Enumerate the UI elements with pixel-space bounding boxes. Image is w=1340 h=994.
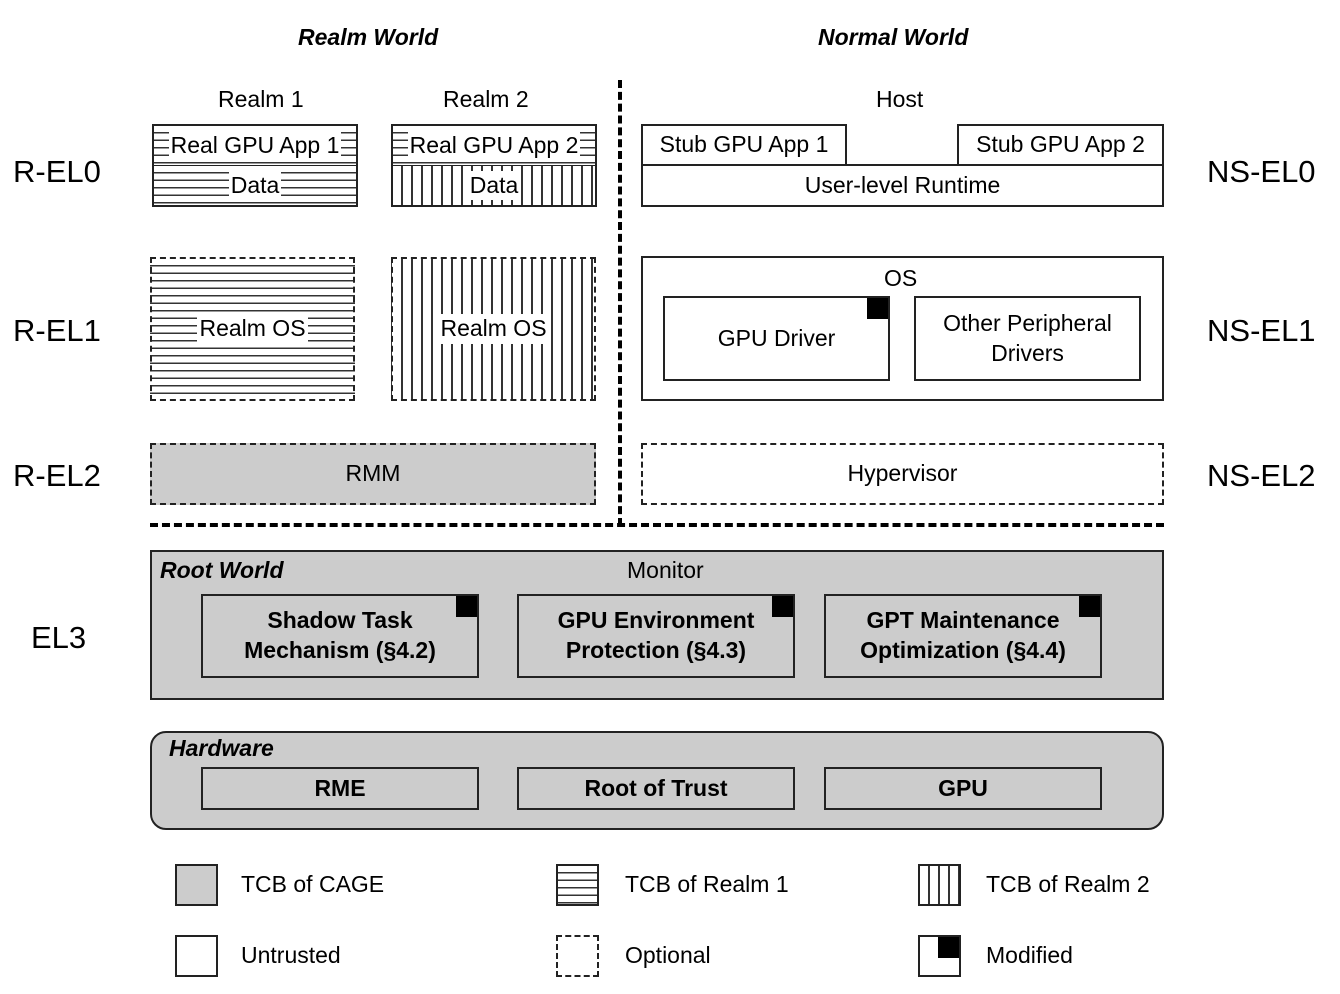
realm1-app-label: Real GPU App 1 — [168, 130, 342, 161]
level-ns-el1: NS-EL1 — [1207, 313, 1316, 348]
gpt-label-line1: GPT Maintenance — [866, 607, 1060, 634]
root-of-trust-box: Root of Trust — [517, 767, 795, 810]
other-drivers-box: Other Peripheral Drivers — [914, 296, 1141, 381]
other-drivers-label-line2: Drivers — [991, 339, 1064, 366]
world-divider-horizontal — [150, 523, 1164, 527]
realm-world-title: Realm World — [298, 24, 439, 50]
realm1-data-box: Data — [152, 165, 358, 207]
rmm-box: RMM — [150, 443, 596, 505]
legend-label-tcb-realm2: TCB of Realm 2 — [986, 871, 1150, 897]
monitor-title: Monitor — [627, 557, 704, 583]
hardware-title: Hardware — [169, 735, 274, 761]
shadow-task-label-line2: Mechanism (§4.2) — [244, 637, 436, 663]
level-r-el0: R-EL0 — [13, 154, 101, 189]
os-box — [641, 256, 1164, 401]
realm1-os-box: Realm OS — [150, 257, 355, 401]
legend-swatch-tcb-realm2 — [918, 864, 961, 906]
shadow-task-label-line1: Shadow Task — [267, 607, 413, 634]
realm1-title: Realm 1 — [218, 86, 304, 112]
stub-app2-label: Stub GPU App 2 — [976, 131, 1145, 158]
modified-marker — [867, 298, 888, 319]
realm2-app-label: Real GPU App 2 — [407, 130, 581, 161]
gpu-env-label-line2: Protection (§4.3) — [565, 637, 747, 663]
stub-app1-label: Stub GPU App 1 — [659, 131, 829, 158]
level-r-el1: R-EL1 — [13, 313, 101, 348]
realm2-os-box: Realm OS — [391, 257, 596, 401]
legend-swatch-modified — [918, 935, 961, 977]
gpu-label: GPU — [938, 774, 988, 801]
normal-world-title: Normal World — [818, 24, 969, 50]
world-divider-vertical — [618, 80, 622, 526]
legend-label-untrusted: Untrusted — [241, 942, 341, 968]
legend-swatch-optional — [556, 935, 599, 977]
realm2-title: Realm 2 — [443, 86, 529, 112]
root-world-title: Root World — [160, 557, 284, 583]
stub-app1-box: Stub GPU App 1 — [641, 124, 847, 166]
legend-swatch-tcb-realm1 — [556, 864, 599, 906]
modified-marker — [772, 596, 793, 617]
level-ns-el2: NS-EL2 — [1207, 458, 1316, 493]
hypervisor-label: Hypervisor — [847, 460, 958, 487]
modified-marker — [938, 937, 959, 958]
rme-box: RME — [201, 767, 479, 810]
gpu-env-label-line1: GPU Environment — [557, 607, 755, 634]
level-el3: EL3 — [31, 620, 87, 655]
legend-label-optional: Optional — [625, 942, 711, 968]
legend-label-modified: Modified — [986, 942, 1073, 968]
level-r-el2: R-EL2 — [13, 458, 101, 493]
gpt-label-line2: Optimization (§4.4) — [860, 637, 1066, 663]
other-drivers-label-line1: Other Peripheral — [943, 309, 1112, 336]
modified-marker — [1079, 596, 1100, 617]
realm1-data-label: Data — [228, 170, 282, 201]
gpu-box: GPU — [824, 767, 1102, 810]
legend-label-tcb-cage: TCB of CAGE — [241, 871, 385, 897]
os-title: OS — [884, 265, 918, 291]
level-ns-el0: NS-EL0 — [1207, 154, 1316, 189]
shadow-task-box: Shadow Task Mechanism (§4.2) — [201, 594, 479, 678]
gpt-box: GPT Maintenance Optimization (§4.4) — [824, 594, 1102, 678]
root-of-trust-label: Root of Trust — [584, 774, 728, 801]
gpu-driver-box: GPU Driver — [663, 296, 890, 381]
realm2-app-box: Real GPU App 2 — [391, 124, 597, 166]
realm2-os-label: Realm OS — [438, 314, 549, 344]
legend-swatch-tcb-cage — [175, 864, 218, 906]
rme-label: RME — [314, 774, 366, 801]
realm2-data-label: Data — [467, 170, 521, 201]
gpu-env-box: GPU Environment Protection (§4.3) — [517, 594, 795, 678]
legend-label-tcb-realm1: TCB of Realm 1 — [625, 871, 789, 897]
hypervisor-box: Hypervisor — [641, 443, 1164, 505]
legend-swatch-untrusted — [175, 935, 218, 977]
realm1-os-label: Realm OS — [197, 314, 308, 344]
realm1-app-box: Real GPU App 1 — [152, 124, 358, 166]
runtime-box: User-level Runtime — [641, 164, 1164, 207]
runtime-label: User-level Runtime — [804, 171, 1001, 198]
stub-app2-box: Stub GPU App 2 — [957, 124, 1164, 166]
modified-marker — [456, 596, 477, 617]
gpu-driver-label: GPU Driver — [717, 324, 836, 351]
realm2-data-box: Data — [391, 165, 597, 207]
host-title: Host — [876, 86, 924, 112]
rmm-label: RMM — [345, 460, 401, 487]
